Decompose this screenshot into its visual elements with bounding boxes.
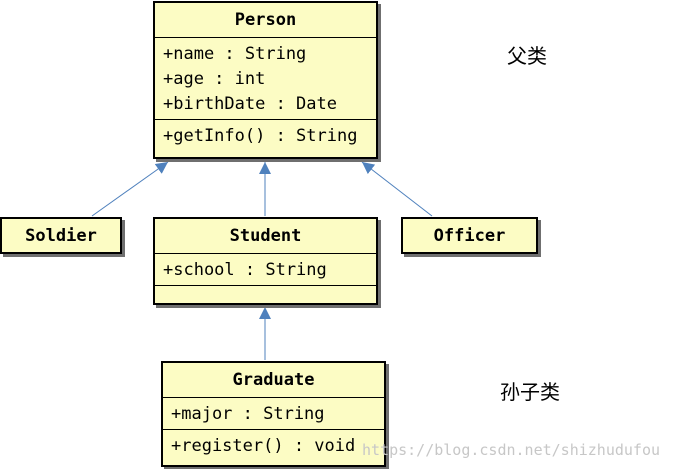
person-operation: +getInfo() : String <box>163 126 358 146</box>
person-class: Person +name : String +age : int +birthD… <box>153 1 378 159</box>
student-class-name: Student <box>229 226 302 246</box>
student-operations <box>155 285 376 300</box>
graduate-class: Graduate +major : String +register() : v… <box>161 361 386 467</box>
officer-class-name: Officer <box>433 226 506 246</box>
person-operations: +getInfo() : String <box>155 119 376 151</box>
person-attribute: +birthDate : Date <box>163 94 337 114</box>
student-attribute: +school : String <box>163 260 327 280</box>
officer-to-person-arrow <box>361 161 433 217</box>
person-class-name: Person <box>234 10 297 30</box>
officer-class: Officer <box>401 217 538 254</box>
graduate-attributes: +major : String <box>163 397 384 429</box>
graduate-operations: +register() : void <box>163 429 384 461</box>
student-attributes: +school : String <box>155 253 376 285</box>
graduate-attribute: +major : String <box>171 404 325 424</box>
person-attributes: +name : String +age : int +birthDate : D… <box>155 37 376 119</box>
soldier-class-name: Soldier <box>25 226 97 246</box>
grandchild-class-label: 孙子类 <box>500 380 560 404</box>
person-attribute: +name : String <box>163 44 307 64</box>
person-attribute: +age : int <box>163 69 266 89</box>
graduate-operation: +register() : void <box>171 436 356 456</box>
watermark-text: https://blog.csdn.net/shizhudufou <box>362 441 661 459</box>
soldier-class: Soldier <box>0 217 122 254</box>
graduate-class-name: Graduate <box>232 370 315 390</box>
student-class: Student +school : String <box>153 217 378 305</box>
soldier-to-person-arrow <box>91 161 169 217</box>
parent-class-label: 父类 <box>507 44 547 68</box>
